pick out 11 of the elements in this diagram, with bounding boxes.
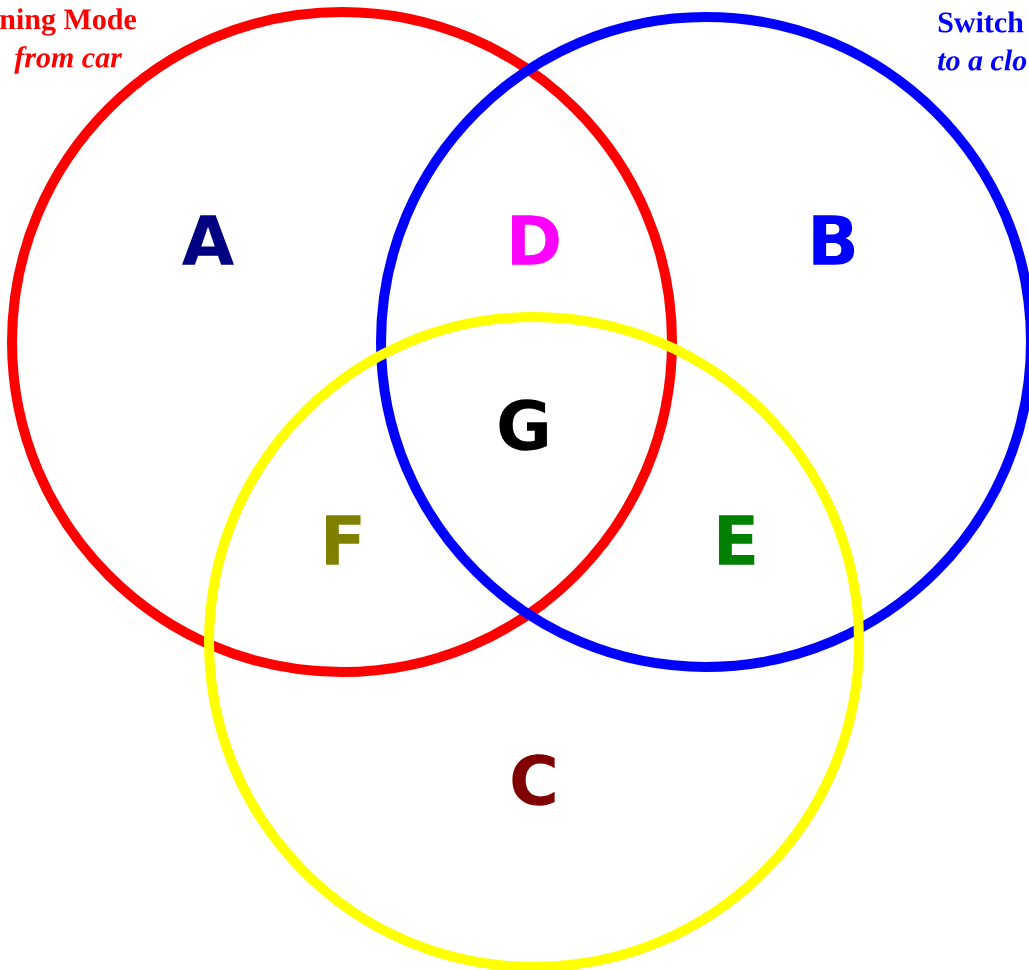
region-letter: B (813, 215, 855, 265)
region-letter: C (512, 754, 555, 806)
region-letter: D (512, 215, 559, 265)
region-letter: A (182, 215, 234, 265)
set-title: Switch (938, 11, 1024, 33)
set-title: ning Mode (0, 8, 137, 36)
region-letter: E (719, 515, 755, 565)
set-subtitle: to a clo (938, 49, 1027, 71)
region-letter: F (326, 515, 361, 565)
set-subtitle: from car (14, 46, 122, 74)
region-letter: G (499, 399, 547, 451)
